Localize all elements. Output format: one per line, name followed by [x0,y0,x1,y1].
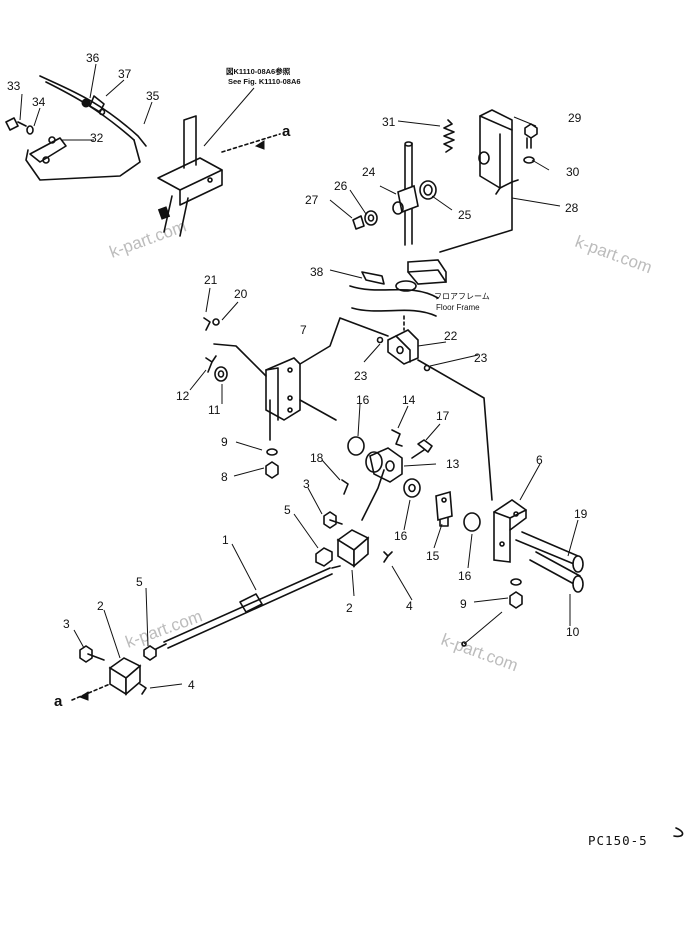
callout-12: 12 [176,389,190,403]
reference-note-en: See Fig. K1110-08A6 [228,77,301,86]
callout-17: 17 [436,409,450,423]
floor-frame-label-en: Floor Frame [436,303,480,312]
callout-19: 19 [574,507,588,521]
callout-4-lower: 4 [188,678,195,692]
callout-6: 6 [536,453,543,467]
callout-26: 26 [334,179,348,193]
callout-23-right: 23 [474,351,488,365]
callout-18: 18 [310,451,324,465]
reference-note-jp: 図K1110-08A6参照 [226,66,291,76]
callout-9-right: 9 [460,597,467,611]
callout-21: 21 [204,273,218,287]
callout-31: 31 [382,115,396,129]
callout-9: 9 [221,435,228,449]
connection-marker-bottom: a [54,693,63,710]
model-code: PC150-5 [588,833,648,848]
rod-1 [71,565,341,701]
callout-3: 3 [303,477,310,491]
callout-16-c: 16 [458,569,472,583]
callout-25: 25 [458,208,472,222]
joint-upper [315,511,393,568]
callout-2-lower: 2 [97,599,104,613]
callout-27: 27 [305,193,319,207]
callout-28: 28 [565,201,579,215]
watermark-right: k-part.com [573,232,655,277]
watermark-lower-right: k-part.com [439,630,521,675]
callout-1: 1 [222,533,229,547]
callout-16: 16 [356,393,370,407]
callout-33: 33 [7,79,21,93]
callout-8: 8 [221,470,228,484]
callout-38: 38 [310,265,324,279]
leader-lines [19,63,579,689]
callouts: 1 2 2 3 3 4 4 5 5 6 7 8 9 9 10 11 12 13 … [7,51,588,692]
callout-10: 10 [566,625,580,639]
callout-15: 15 [426,549,440,563]
callout-20: 20 [234,287,248,301]
callout-34: 34 [32,95,46,109]
callout-29: 29 [568,111,582,125]
callout-32: 32 [90,131,104,145]
callout-16-b: 16 [394,529,408,543]
callout-30: 30 [566,165,580,179]
callout-23: 23 [354,369,368,383]
lever-13 [341,429,481,532]
callout-13: 13 [446,457,460,471]
bracket-7 [203,317,389,479]
lever-assembly [5,75,281,237]
callout-35: 35 [146,89,160,103]
labels: 図K1110-08A6参照 See Fig. K1110-08A6 フロアフレー… [54,66,684,848]
callout-5: 5 [284,503,291,517]
callout-11: 11 [208,403,221,417]
shaft-and-bracket [349,109,538,501]
watermarks: k-part.com k-part.com k-part.com k-part.… [107,216,655,675]
callout-5-lower: 5 [136,575,143,589]
callout-36: 36 [86,51,100,65]
callout-2: 2 [346,601,353,615]
callout-22: 22 [444,329,458,343]
callout-7: 7 [300,323,307,337]
callout-4: 4 [406,599,413,613]
callout-24: 24 [362,165,376,179]
callout-14: 14 [402,393,416,407]
connection-marker-top: a [282,123,291,140]
callout-37: 37 [118,67,132,81]
floor-frame-label-jp: フロアフレーム [434,292,490,301]
watermark-left: k-part.com [107,216,189,261]
callout-3-lower: 3 [63,617,70,631]
